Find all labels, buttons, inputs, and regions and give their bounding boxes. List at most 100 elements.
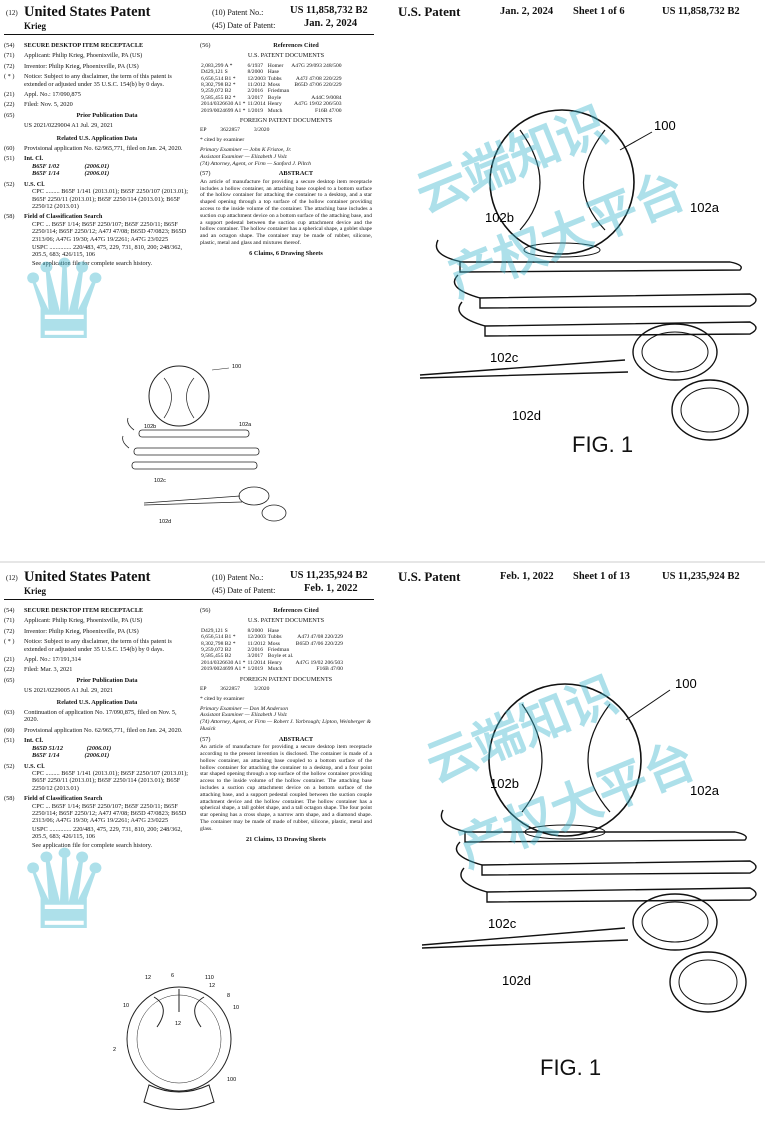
date-label: (45) Date of Patent: <box>212 21 276 30</box>
reference-cell: 3/2017 <box>247 653 263 660</box>
label-110: 110 <box>205 975 214 981</box>
application-number: Appl. No.: 17/191,314 <box>24 656 81 664</box>
label-10: 10 <box>123 1003 129 1009</box>
attorney: (74) Attorney, Agent, or Firm — Robert J… <box>200 719 371 733</box>
label-102a: 102a <box>239 422 252 428</box>
reference-cell: 9,259,072 B2 <box>201 647 232 654</box>
reference-cell: 11/2014 <box>247 101 266 108</box>
filed-date: Filed: Nov. 5, 2020 <box>24 101 73 109</box>
reference-cell: 1/2019 <box>247 666 263 673</box>
int-cl-heading: Int. Cl. <box>24 155 44 163</box>
reference-cell: 2/2016 <box>247 88 263 95</box>
assistant-examiner: Assistant Examiner — Elizabeth J Volz <box>200 712 287 719</box>
reference-cell: 2/2016 <box>247 647 263 654</box>
notice: Notice: Subject to any disclaimer, the t… <box>24 638 172 653</box>
patent-title-header: United States Patent <box>24 4 151 20</box>
reference-cell: D429,121 S <box>201 69 228 76</box>
prior-publication-line: US 2021/0229004 A1 Jul. 29, 2021 <box>24 122 114 130</box>
reference-cell: Hase <box>267 69 279 76</box>
bibliographic-column: (54)SECURE DESKTOP ITEM RECEPTACLE (71)A… <box>4 607 189 849</box>
assistant-examiner: Assistant Examiner — Elizabeth J Volz <box>200 153 287 160</box>
bibliographic-column: (54)SECURE DESKTOP ITEM RECEPTACLE (71)A… <box>4 42 189 267</box>
sheet-number: Sheet 1 of 13 <box>573 571 630 582</box>
label-102d: 102d <box>512 408 541 423</box>
foreign-heading: FOREIGN PATENT DOCUMENTS <box>239 675 333 683</box>
label-102d: 102d <box>502 973 531 988</box>
reference-cell: 8,302,798 B2 * <box>201 82 236 89</box>
label-102d: 102d <box>159 519 171 525</box>
patent-document-1: (12) United States Patent Krieg (10) Pat… <box>0 0 765 560</box>
reference-cell: Moss <box>267 82 280 89</box>
reference-cell: 9,585,455 B2 <box>201 653 232 660</box>
patent-date: Jan. 2, 2024 <box>304 18 358 29</box>
label-102a: 102a <box>690 783 720 798</box>
reference-cell: A47G 29/093 248/500 <box>291 62 342 69</box>
reference-cell: Mutch <box>267 666 283 673</box>
provisional-application: Provisional application No. 62/965,771, … <box>24 726 183 734</box>
foreign-ref: EP 3622857 3/2020 <box>200 686 270 693</box>
reference-cell: Mutch <box>267 107 283 114</box>
date-label: (45) Date of Patent: <box>212 586 276 595</box>
reference-cell: A44C 9/0084 <box>311 94 342 101</box>
inventor: Inventor: Philip Krieg, Phoenixville, PA… <box>24 62 139 70</box>
label-102b: 102b <box>485 210 514 225</box>
provisional-application: Provisional application No. 62/965,771, … <box>24 145 183 153</box>
label-102b: 102b <box>490 776 519 791</box>
prior-publication-heading: Prior Publication Data <box>76 676 138 684</box>
see-application: See application file for complete search… <box>32 259 153 267</box>
reference-cell: 12/2003 <box>247 634 266 641</box>
us-cl-heading: U.S. Cl. <box>24 762 45 770</box>
reference-cell: 11/2014 <box>247 659 266 666</box>
reference-cell: 11/2012 <box>247 640 266 647</box>
front-page-drawing: 12 6 110 12 8 10 10 12 2 100 <box>113 973 239 1110</box>
sheet-patent-number: US 11,858,732 B2 <box>662 6 740 17</box>
label-100: 100 <box>232 364 241 370</box>
int-cl-2: B65F 1/14 (2006.01) <box>32 752 110 760</box>
field-of-search-heading: Field of Classification Search <box>24 795 103 803</box>
reference-cell: 12/2003 <box>247 75 266 82</box>
inventor-surname: Krieg <box>24 586 46 596</box>
label-102c: 102c <box>488 916 517 931</box>
field-cpc: CPC ... B65F 1/14; B65F 2250/107; B65F 2… <box>32 220 187 243</box>
reference-cell: Boyle <box>267 94 282 101</box>
uspc: USPC .............. 220/483, 475, 229, 7… <box>32 243 183 259</box>
kind-code-tag: (12) <box>6 9 18 17</box>
reference-cell: Boyle et al. <box>267 653 294 660</box>
invention-title: SECURE DESKTOP ITEM RECEPTACLE <box>24 607 144 614</box>
inventor: Inventor: Philip Krieg, Phoenixville, PA… <box>24 627 139 635</box>
abstract-text: An article of manufacture for providing … <box>200 744 372 832</box>
continuation: Continuation of application No. 17/090,8… <box>24 709 177 724</box>
us-cl-heading: U.S. Cl. <box>24 180 45 188</box>
figure-caption: FIG. 1 <box>540 1055 602 1080</box>
cpc-classes: CPC ......... B65F 1/141 (2013.01); B65F… <box>32 769 189 792</box>
reference-cell: F16B 47/00 <box>315 107 342 114</box>
references-heading: References Cited <box>273 607 319 614</box>
related-heading: Related U.S. Application Data <box>56 698 138 706</box>
label-8: 8 <box>227 993 230 999</box>
reference-cell: 2019/0024699 A1 * <box>201 666 246 673</box>
label-100: 100 <box>675 676 697 691</box>
claims-count: 6 Claims, 6 Drawing Sheets <box>249 249 323 257</box>
reference-cell: B65D 47/06 220/229 <box>294 82 342 89</box>
abstract-text: An article of manufacture for providing … <box>200 178 372 247</box>
field-54: (54)SECURE DESKTOP ITEM RECEPTACLE <box>4 42 144 49</box>
filed-date: Filed: Mar. 3, 2021 <box>24 666 73 674</box>
front-page-drawing: 100 102b 102a 102c 102d <box>122 364 287 525</box>
prior-publication-heading: Prior Publication Data <box>76 111 138 119</box>
patent-document-2: (12) United States Patent Krieg (10) Pat… <box>0 565 765 1125</box>
reference-cell: A47G 19/02 206/503 <box>294 101 342 108</box>
reference-cell: 8,302,798 B2 * <box>201 640 236 647</box>
page-divider <box>0 561 765 563</box>
reference-cell: 6,656,514 B1 * <box>201 75 236 82</box>
reference-cell: Friedman <box>267 647 290 654</box>
int-cl-1: B65F 1/02 (2006.01) <box>32 162 110 170</box>
label-102a: 102a <box>690 200 720 215</box>
label-2: 2 <box>113 1047 116 1053</box>
label-102c: 102c <box>490 350 519 365</box>
primary-examiner: Primary Examiner — Don M Anderson <box>200 705 288 712</box>
